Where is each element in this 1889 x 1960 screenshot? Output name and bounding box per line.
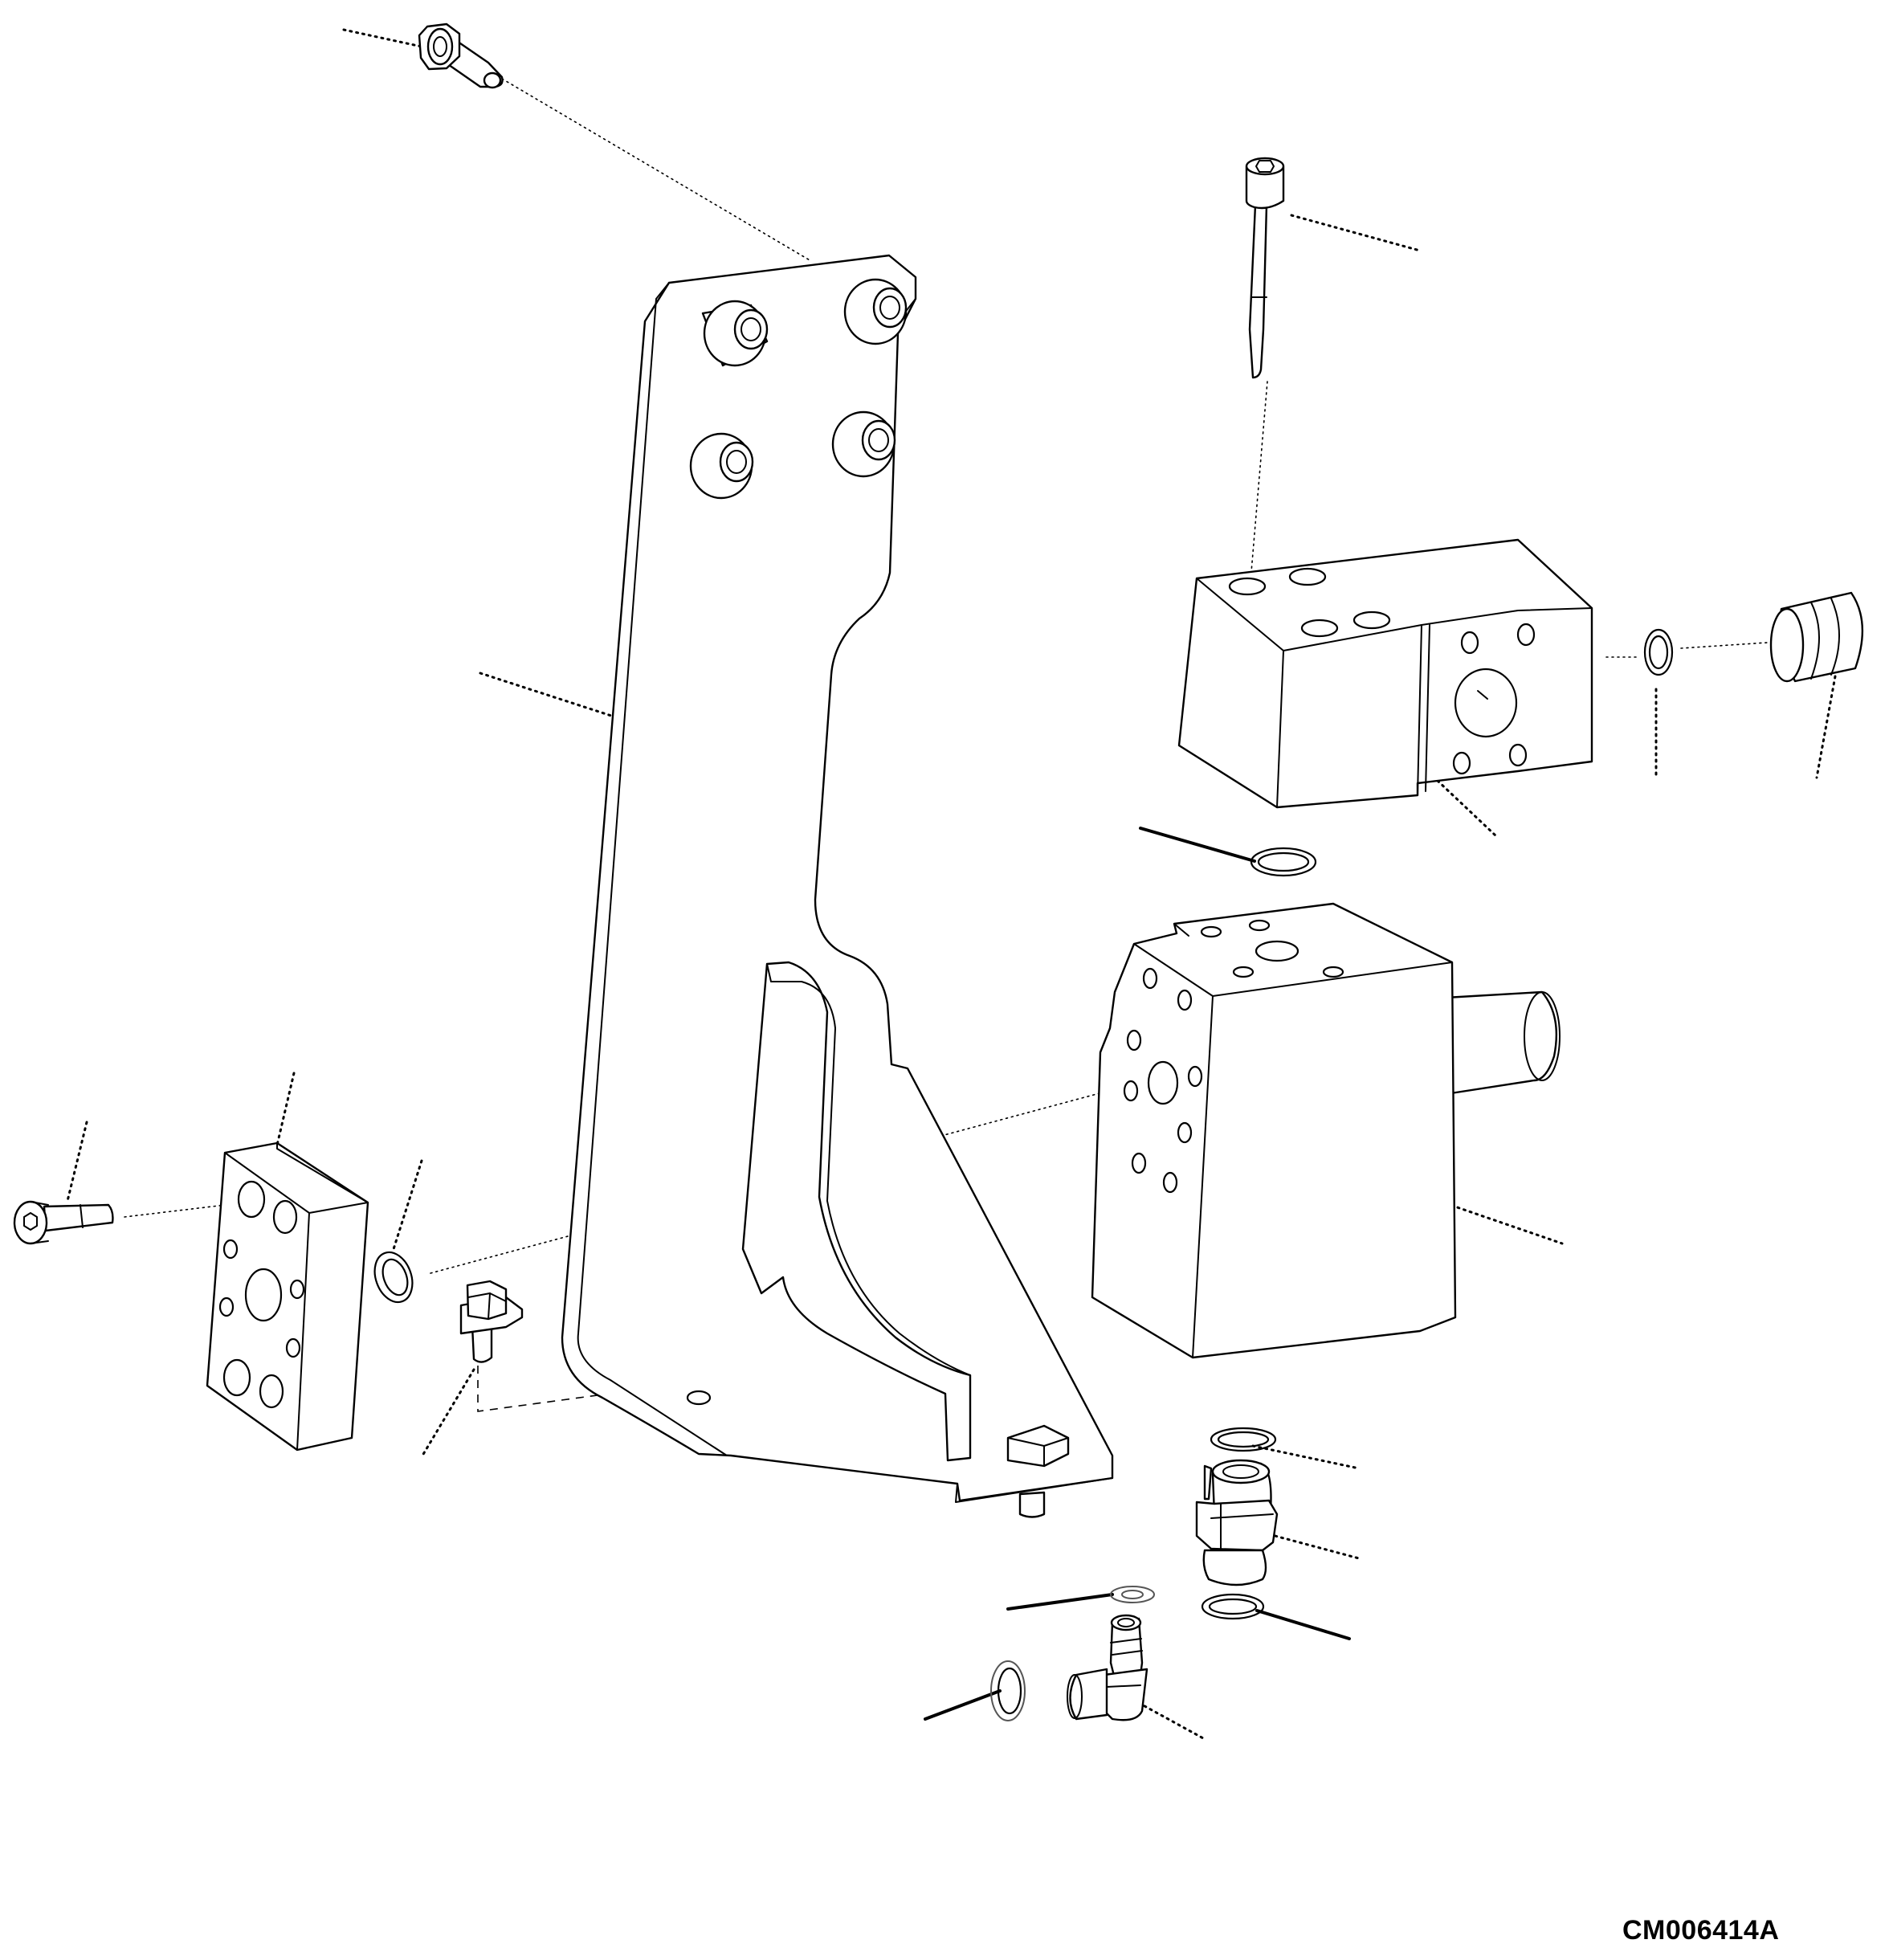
- valve-block-upper: [1177, 538, 1593, 809]
- drawing-code: CM006414A: [1622, 1915, 1780, 1946]
- leader-elbow-fitting: [1137, 1701, 1206, 1741]
- leader-valve-block-upper: [1436, 779, 1497, 837]
- o-ring-valve-side: [1643, 628, 1674, 676]
- elbow-fitting: [1067, 1614, 1148, 1721]
- leader-oring-fitting-bottom: [1255, 1609, 1351, 1640]
- mounting-bracket: [561, 254, 1114, 1503]
- leader-hex-bolt-bracket: [421, 1368, 475, 1457]
- alignment-oring-to-plug: [1680, 642, 1768, 649]
- leader-socket-screw-top: [1290, 214, 1422, 252]
- socket-cap-screw-left: [13, 1200, 114, 1245]
- leader-washer-grey: [1006, 1593, 1114, 1611]
- leader-socket-screw-left: [66, 1121, 88, 1203]
- o-ring-fitting-top: [1210, 1427, 1277, 1452]
- o-ring-between-blocks: [1250, 847, 1317, 877]
- o-ring-elbow: [990, 1660, 1026, 1721]
- leader-straight-fitting: [1267, 1533, 1361, 1560]
- alignment-screw-to-block: [1250, 381, 1268, 573]
- washer-grey: [1110, 1586, 1155, 1603]
- plug-cap: [1769, 591, 1864, 683]
- socket-cap-screw-top: [1245, 157, 1285, 379]
- leader-plug-cap: [1815, 675, 1837, 779]
- leader-lines: [66, 28, 1837, 1741]
- straight-fitting: [1195, 1459, 1279, 1586]
- sealing-washers: [990, 1427, 1277, 1721]
- alignment-flange-bolt-to-bracket: [501, 78, 812, 262]
- o-ring-fitting-bottom: [1201, 1593, 1265, 1620]
- flange-bolt-top: [418, 22, 504, 89]
- hex-bolt-bracket: [459, 1280, 524, 1363]
- hex-bolt-bracket-lower: [1006, 1424, 1070, 1518]
- leader-mounting-bracket: [479, 672, 640, 726]
- leader-oring-between-blocks: [1139, 827, 1256, 863]
- leader-oring-flange: [392, 1159, 423, 1251]
- leader-flange-bolt-top: [342, 28, 423, 48]
- leader-oring-fitting-top: [1251, 1444, 1361, 1470]
- leader-oring-elbow: [924, 1689, 1002, 1721]
- flange-plate-left: [206, 1141, 369, 1452]
- valve-block-lower: [1091, 902, 1561, 1359]
- bracket-bushings: [689, 278, 908, 500]
- o-ring-flange: [373, 1251, 414, 1304]
- leader-flange-plate: [274, 1072, 296, 1154]
